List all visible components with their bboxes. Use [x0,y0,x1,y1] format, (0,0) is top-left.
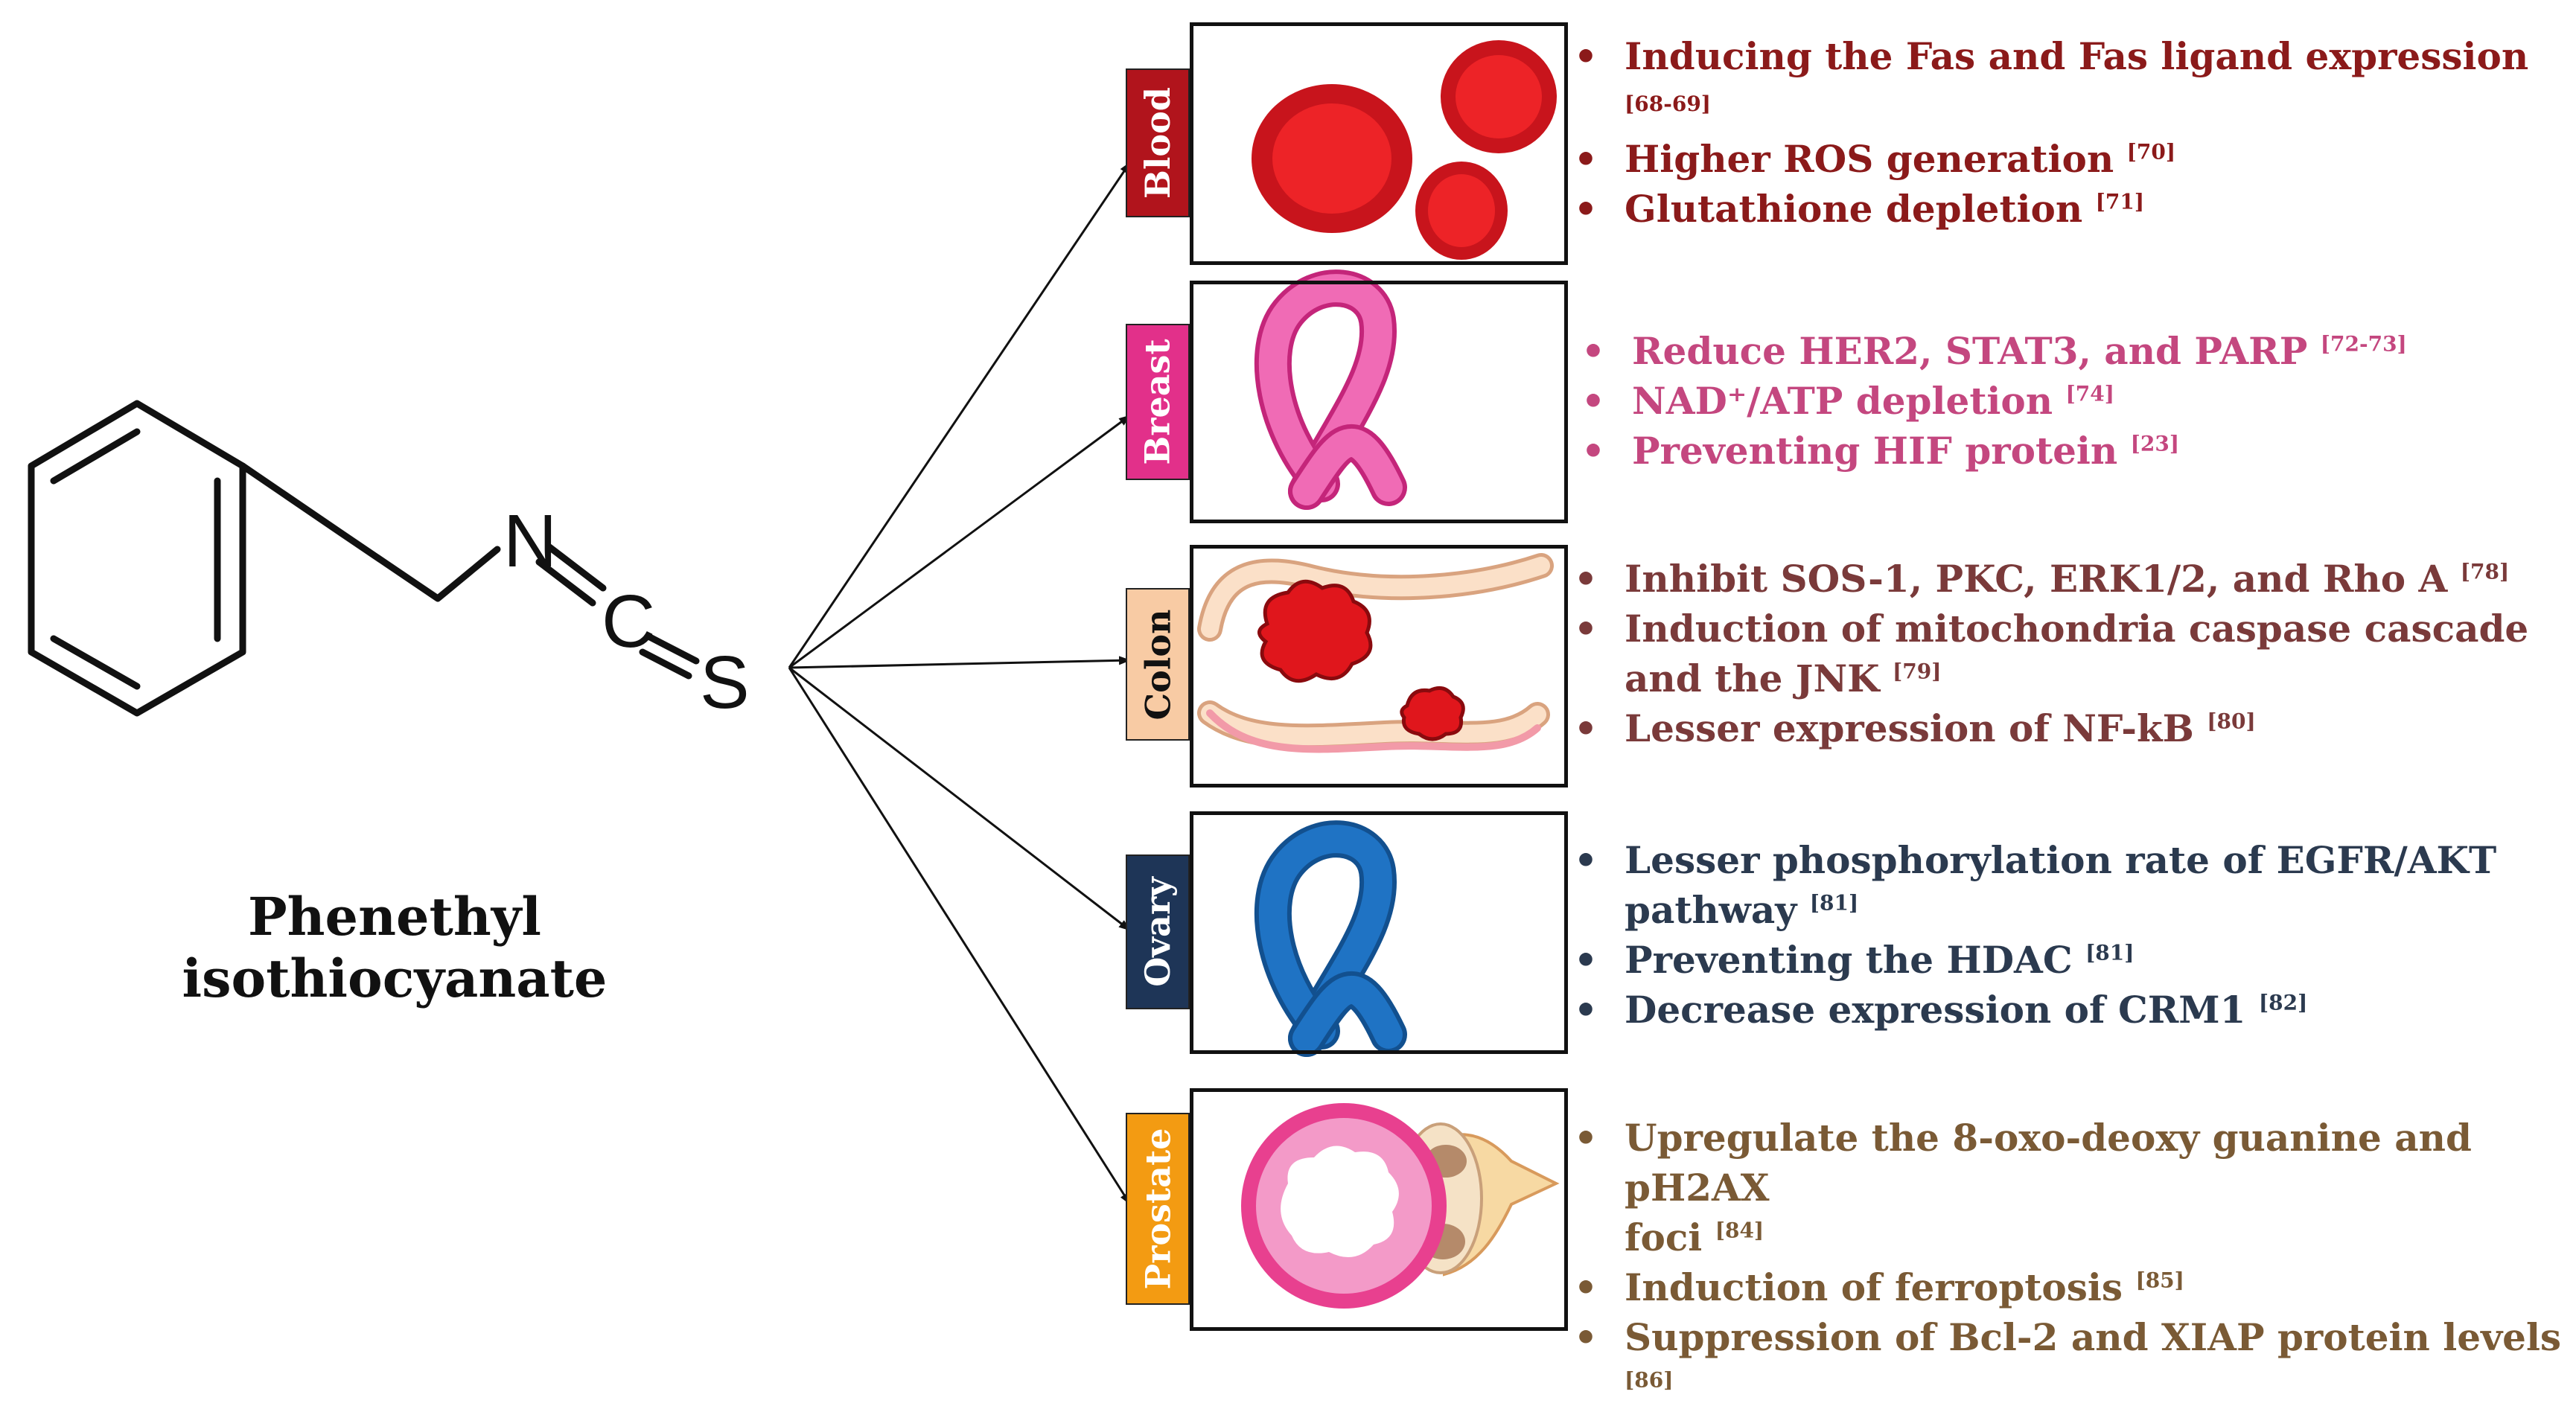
panel-breast [1190,281,1568,523]
blood-cells-icon [1252,40,1557,260]
effect-item: •Induction of mitochondria caspase casca… [1574,607,2529,700]
organ-tag-breast: Breast [1126,324,1190,480]
effect-item: •Decrease expression of CRM1 [82] [1574,988,2308,1032]
n-c-double-bond [535,558,596,607]
organ-label: Prostate [1138,1128,1179,1290]
effect-item: •Preventing HIF protein [23] [1581,429,2180,473]
panel-ovary [1190,811,1568,1054]
pink-ribbon-icon [1254,269,1407,510]
organ-tag-colon: Colon [1126,588,1190,741]
organ-label: Breast [1138,339,1178,465]
effect-item: •Glutathione depletion [71] [1574,187,2145,231]
effect-item: •Lesser phosphorylation rate of EGFR/AKT… [1574,838,2497,932]
effect-item: •Preventing the HDAC [81] [1574,938,2135,982]
panel-blood [1190,22,1568,265]
colon-tumor-icon [1197,553,1554,753]
organ-label: Colon [1138,609,1178,720]
connector-arrows [788,162,1132,1205]
molecule-structure [28,400,700,717]
organ-tag-blood: Blood [1126,68,1190,217]
organ-label: Ovary [1138,877,1179,987]
arrow-to-prostate [788,667,1132,1205]
arrow-to-ovary [788,666,1131,932]
effects-list-colon: •Inhibit SOS-1, PKC, ERK1/2, and Rho A [… [1563,554,2569,753]
n-c-double-bond [546,543,607,592]
benzene-double-bond [50,635,141,690]
effect-item: •NAD⁺/ATP depletion [74] [1581,379,2115,423]
effects-list-blood: •Inducing the Fas and Fas ligand express… [1563,36,2569,234]
prostate-gland-icon [1241,1103,1560,1309]
c-s-double-bond [646,633,700,665]
arrow-to-blood [788,162,1132,668]
organ-tag-prostate: Prostate [1126,1113,1190,1305]
effect-item: •Higher ROS generation [70] [1574,137,2176,181]
effect-item: •Upregulate the 8-oxo-deoxy guanine and … [1574,1116,2472,1259]
atom-s-label: S [700,641,750,724]
effect-item: •Lesser expression of NF-kB [80] [1574,706,2256,750]
effects-list-breast: •Reduce HER2, STAT3, and PARP [72-73] •N… [1571,326,2576,476]
colon-tumor-small [1400,686,1465,741]
panel-prostate [1190,1088,1568,1331]
benzene-ring [28,400,246,717]
benzene-double-bond [50,428,141,485]
effect-item: •Suppression of Bcl-2 and XIAP protein l… [1574,1315,2562,1393]
organ-tag-ovary: Ovary [1126,854,1190,1009]
blue-ribbon-icon [1254,820,1407,1057]
arrow-to-breast [788,414,1131,669]
effects-list-prostate: •Upregulate the 8-oxo-deoxy guanine and … [1563,1113,2569,1412]
ethyl-chain [239,462,501,602]
atom-n-label: N [503,499,558,583]
effect-item: •Reduce HER2, STAT3, and PARP [72-73] [1581,329,2407,373]
diagram-canvas: N C S Phenethyl isothiocyanate Blood Bre… [28,22,2576,1390]
effect-item: •Inducing the Fas and Fas ligand express… [1574,34,2529,117]
effect-item: •Inhibit SOS-1, PKC, ERK1/2, and Rho A [… [1574,557,2510,601]
arrow-to-colon [788,656,1131,669]
effects-list-ovary: •Lesser phosphorylation rate of EGFR/AKT… [1563,835,2569,1035]
diagram-svg [28,40,1560,1309]
effect-item: •Induction of ferroptosis [85] [1574,1265,2184,1309]
panel-colon [1190,545,1568,788]
prostate-lumen [1281,1146,1399,1258]
organ-label: Blood [1138,87,1179,199]
molecule-name: Phenethyl isothiocyanate [182,886,608,1009]
c-s-double-bond [639,648,692,680]
colon-tumor-large [1257,579,1373,683]
atom-c-label: C [602,580,656,663]
